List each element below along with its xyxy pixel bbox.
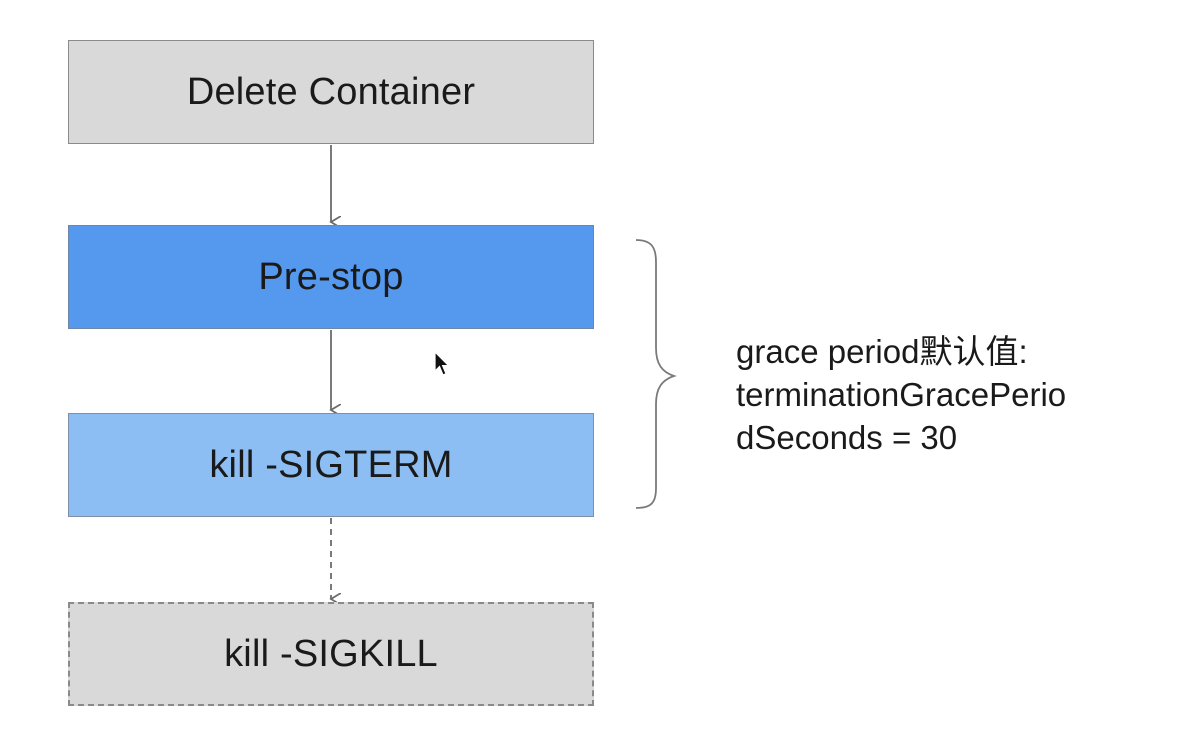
grace-period-brace [635, 239, 677, 509]
step-delete-container: Delete Container [68, 40, 594, 144]
step-label: kill -SIGTERM [209, 443, 453, 486]
step-kill-sigkill: kill -SIGKILL [68, 602, 594, 706]
note-line: grace period默认值: [736, 333, 1028, 370]
step-label: Delete Container [186, 70, 476, 113]
grace-period-note: grace period默认值: terminationGracePerio d… [736, 330, 1136, 459]
note-line: terminationGracePerio [736, 376, 1067, 413]
mouse-pointer-icon [434, 351, 450, 376]
step-label: Pre-stop [258, 255, 404, 298]
step-label: kill -SIGKILL [224, 632, 438, 675]
step-pre-stop: Pre-stop [68, 225, 594, 329]
step-kill-sigterm: kill -SIGTERM [68, 413, 594, 517]
note-line: dSeconds = 30 [736, 419, 958, 456]
